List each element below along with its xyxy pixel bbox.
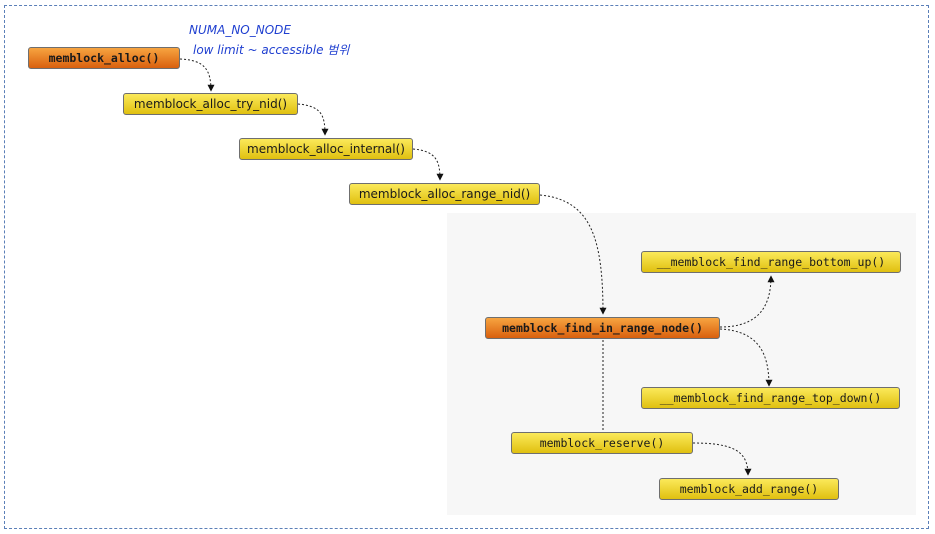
node-memblock-alloc-try-nid[interactable]: memblock_alloc_try_nid() — [123, 93, 298, 115]
arrow-internal-to-range-nid — [412, 148, 444, 181]
node-memblock-alloc[interactable]: memblock_alloc() — [28, 47, 180, 69]
annotation-numa-no-node: NUMA_NO_NODE — [189, 23, 291, 37]
node-find-range-top-down[interactable]: __memblock_find_range_top_down() — [641, 387, 900, 409]
node-memblock-find-in-range-node[interactable]: memblock_find_in_range_node() — [485, 317, 720, 339]
annotation-accessible-range: low limit ~ accessible 범위 — [193, 43, 350, 57]
arrow-try-nid-to-internal — [297, 103, 329, 136]
node-memblock-add-range[interactable]: memblock_add_range() — [659, 478, 839, 500]
arrow-reserve-to-add-range — [692, 442, 752, 476]
node-memblock-alloc-range-nid[interactable]: memblock_alloc_range_nid() — [349, 183, 540, 205]
arrow-find-to-top-down — [719, 328, 773, 387]
node-memblock-alloc-internal[interactable]: memblock_alloc_internal() — [239, 138, 413, 160]
diagram-frame — [4, 5, 929, 529]
arrow-alloc-to-try-nid — [179, 58, 215, 92]
arrow-range-nid-to-find-in-range — [539, 194, 607, 315]
arrow-find-to-bottom-up — [719, 275, 775, 328]
node-find-range-bottom-up[interactable]: __memblock_find_range_bottom_up() — [641, 251, 901, 273]
node-memblock-reserve[interactable]: memblock_reserve() — [511, 432, 693, 454]
